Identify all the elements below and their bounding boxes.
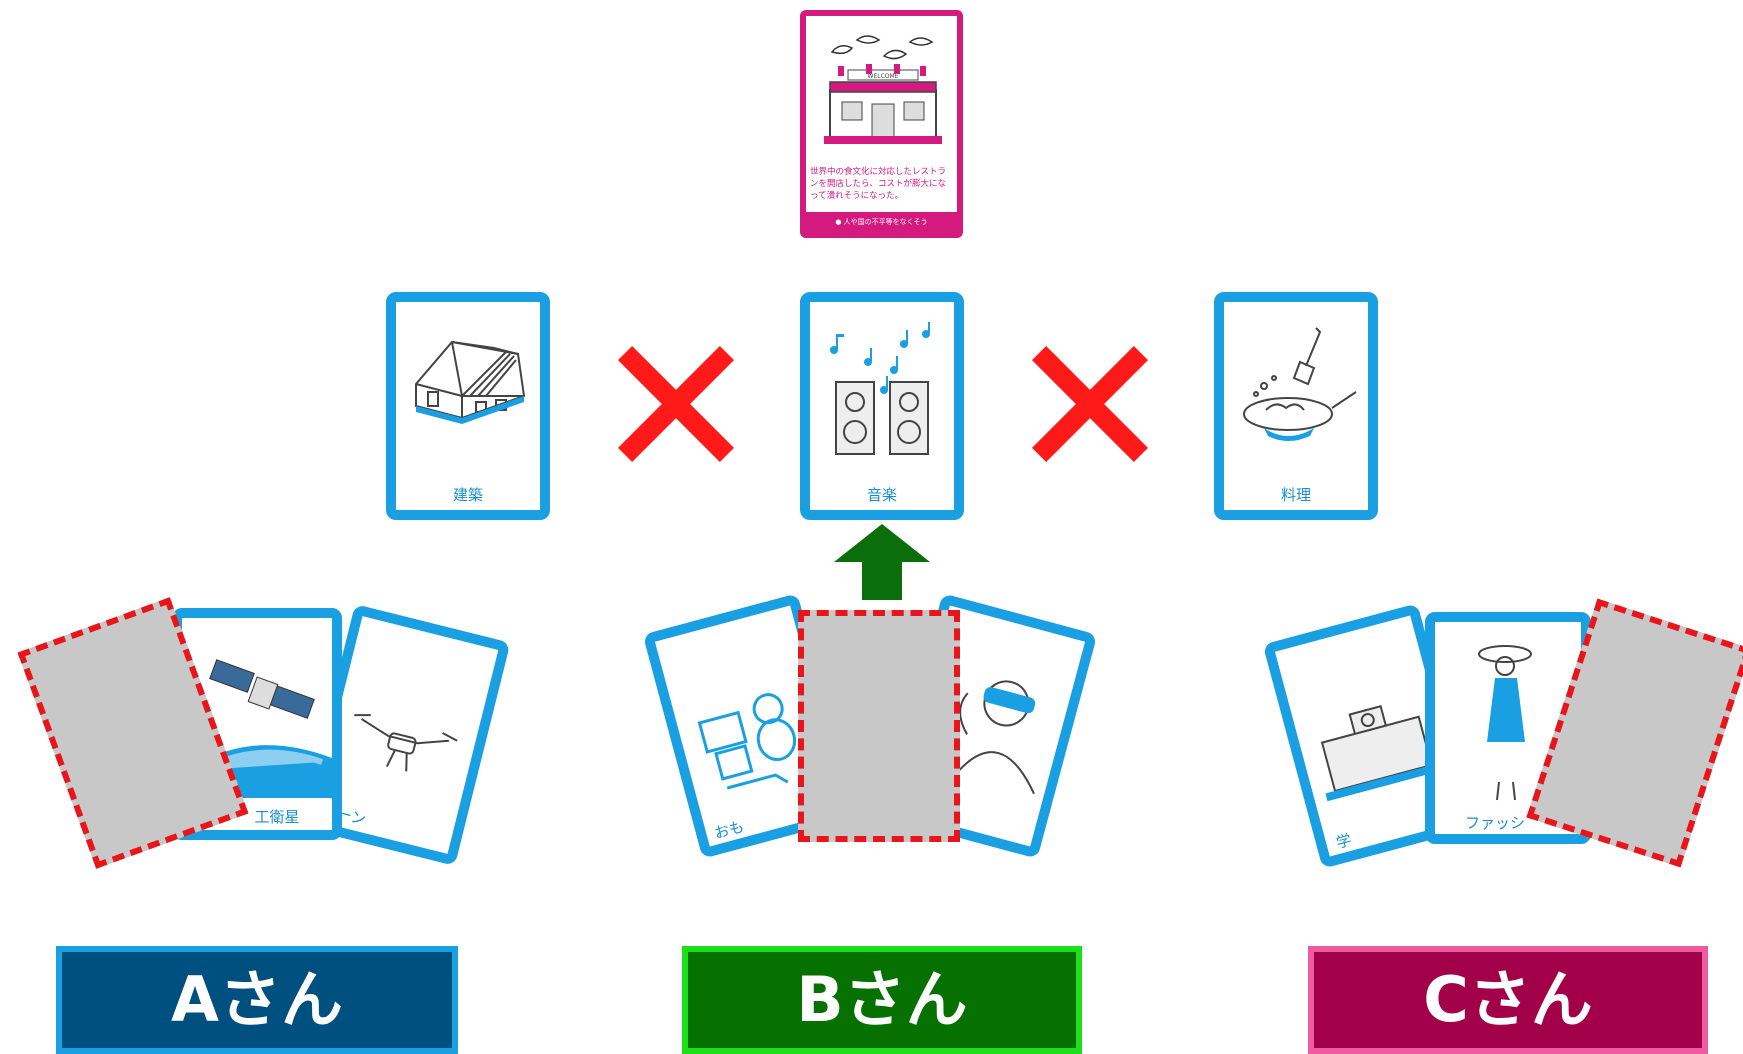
hand-a: ローン 工衛星 bbox=[0, 590, 520, 920]
x-mark-2 bbox=[1030, 344, 1150, 464]
center-card-architecture[interactable]: 建築 bbox=[386, 292, 550, 520]
toys-icon bbox=[697, 693, 797, 790]
speakers-music-icon bbox=[830, 322, 930, 455]
player-c-box: Cさん bbox=[1308, 946, 1708, 1054]
hand-card[interactable]: おも bbox=[642, 593, 858, 859]
problem-card: WELCOME 世界中の食文化に対応したレストランを開店したら、コストが膨大にな… bbox=[800, 10, 963, 238]
vr-headset-icon bbox=[955, 680, 1036, 795]
hidden-card[interactable] bbox=[798, 610, 960, 842]
player-b-name: Bさん bbox=[796, 963, 968, 1036]
goal-badge-icon: ● bbox=[835, 218, 842, 226]
hand-card[interactable]: ローン bbox=[299, 604, 511, 866]
fashion-model-icon bbox=[1478, 645, 1532, 801]
center-card-cooking[interactable]: 料理 bbox=[1214, 292, 1378, 520]
problem-footer-text: 人や国の不平等をなくそう bbox=[843, 218, 928, 226]
center-card-label: 料理 bbox=[1280, 486, 1311, 504]
player-a-name: Aさん bbox=[171, 963, 343, 1036]
hand-c: 学 ファッシ bbox=[1262, 590, 1743, 920]
problem-footer: ● 人や国の不平等をなくそう bbox=[806, 212, 957, 232]
problem-text: 世界中の食文化に対応したレストランを開店したら、コストが膨大になって潰れそうにな… bbox=[810, 167, 947, 201]
player-a-box: Aさん bbox=[56, 946, 458, 1054]
hand-card-label: 工衛星 bbox=[254, 808, 300, 826]
house-frame-icon bbox=[415, 340, 526, 424]
x-mark-1 bbox=[616, 344, 736, 464]
hand-card-label: ファッシ bbox=[1465, 814, 1526, 832]
center-card-music[interactable]: 音楽 bbox=[800, 292, 964, 520]
arrow-up-icon bbox=[834, 524, 930, 600]
hand-card[interactable]: VR bbox=[882, 593, 1098, 859]
player-c-name: Cさん bbox=[1423, 963, 1593, 1036]
restaurant-icon: WELCOME bbox=[824, 35, 942, 144]
center-card-label: 建築 bbox=[452, 486, 483, 504]
hand-b: おも VR bbox=[640, 590, 1120, 920]
welcome-sign: WELCOME bbox=[868, 73, 899, 80]
center-card-label: 音楽 bbox=[866, 486, 897, 504]
player-b-box: Bさん bbox=[682, 946, 1082, 1054]
drone-icon bbox=[354, 714, 458, 772]
frying-pan-icon bbox=[1243, 327, 1357, 441]
